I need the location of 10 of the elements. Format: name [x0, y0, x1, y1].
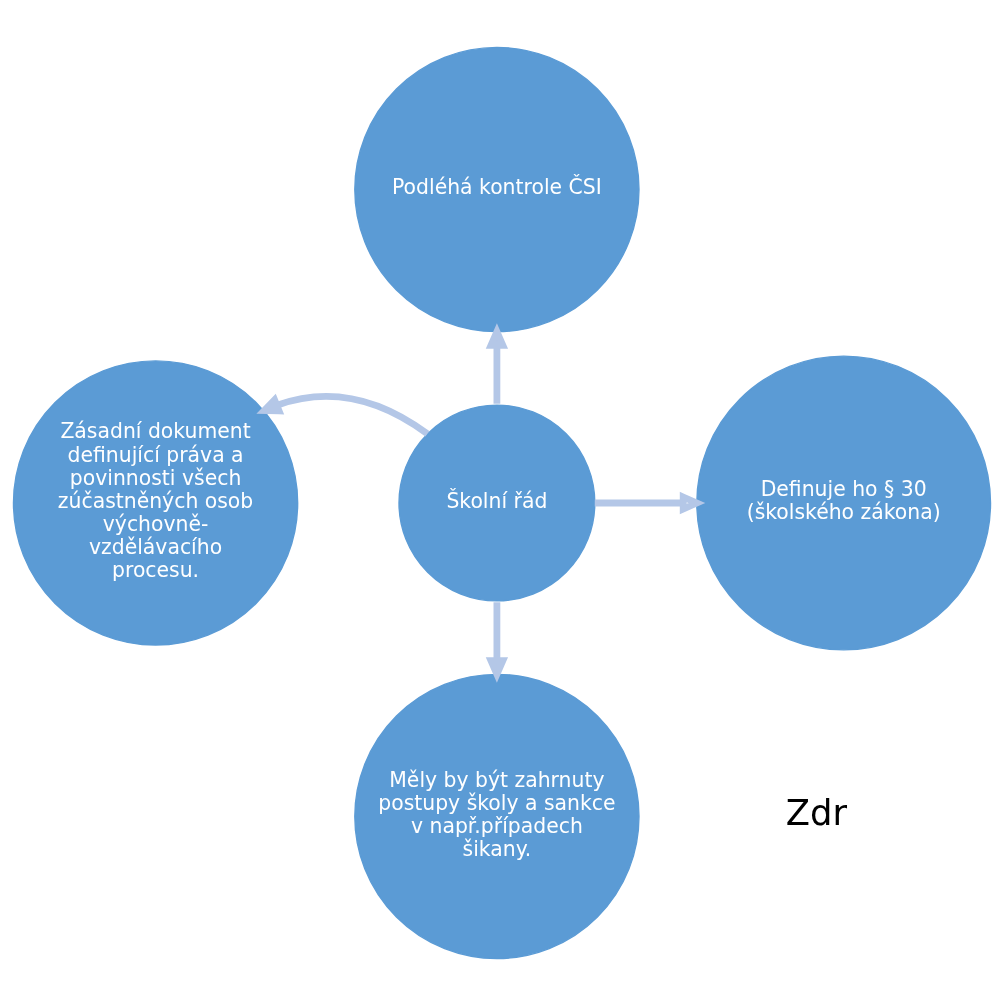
node-circle: Definuje ho § 30 (školského zákona): [696, 354, 992, 651]
node-circle: Zásadní dokument definující práva a povinnosti všech zúčastněných osob výchovně-vzdělávacího procesu.: [12, 359, 299, 646]
node-circle: Podléhá kontrole ČSI: [354, 46, 640, 332]
node-circle: Školní řád: [398, 403, 596, 602]
node-circle: Měly by být zahrnuty postupy školy a sankce v např.případech šikany.: [354, 673, 640, 959]
arrow: [256, 392, 430, 437]
label: Zdr: [785, 791, 848, 833]
arrow: [485, 601, 509, 683]
arrow: [485, 322, 509, 404]
arrow: [594, 491, 706, 514]
